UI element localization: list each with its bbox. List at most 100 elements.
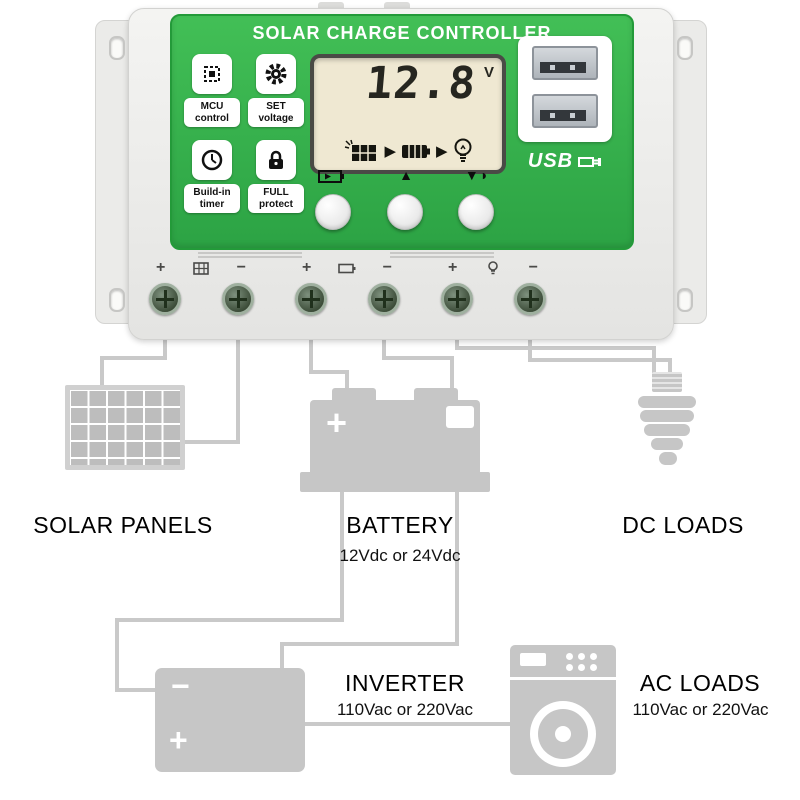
usb-logo-text: USB <box>527 150 574 172</box>
battery-terminal-icon <box>338 263 356 273</box>
feature-label-protect: FULL protect <box>248 184 304 213</box>
inverter-plus-mark: + <box>169 722 188 758</box>
washer-drawer <box>520 653 546 666</box>
usb-port-block <box>518 36 612 142</box>
terminal-plus: + <box>448 259 458 276</box>
terminal-minus: − <box>528 259 538 276</box>
wire-inverter <box>115 688 159 692</box>
terminal-minus: − <box>382 259 392 276</box>
terminal-label-solar: + − <box>156 259 246 277</box>
solar-cells-grid <box>70 390 180 465</box>
lcd-voltage-unit: V <box>483 64 494 81</box>
bulb-base <box>652 372 682 392</box>
mounting-hole <box>109 288 125 312</box>
feature-line: control <box>195 112 229 124</box>
usb-port <box>532 94 598 128</box>
wire-dc-load <box>528 358 672 362</box>
cfl-bulb-illustration <box>638 372 698 472</box>
load-terminal-icon <box>488 261 498 275</box>
wire-inverter <box>280 642 284 672</box>
wire-solar <box>163 336 167 358</box>
battery-plus-mark: + <box>326 402 348 443</box>
wire-dc-load <box>668 358 672 374</box>
terminal-plus: + <box>302 259 312 276</box>
washer-knob <box>566 664 573 671</box>
washer-knob <box>578 653 585 660</box>
case-notch <box>384 2 410 12</box>
up-button <box>387 194 423 230</box>
usb-port-tongue <box>540 62 586 73</box>
usb-pin <box>570 65 575 70</box>
wire-inverter <box>455 480 459 645</box>
lcd-flow-icons: ▶ ▶ <box>314 138 502 164</box>
solar-terminal-icon <box>193 261 209 275</box>
screw-terminal <box>295 283 327 315</box>
wire-inverter <box>115 618 119 692</box>
terminal-minus: − <box>236 259 246 276</box>
inverter-label: INVERTER <box>345 670 465 696</box>
flow-arrow-icon: ▶ <box>384 142 396 160</box>
washer-knob <box>590 664 597 671</box>
bulb-coil <box>644 424 690 436</box>
feature-line: FULL <box>263 187 289 198</box>
solar-panel-illustration <box>65 385 185 470</box>
usb-pin <box>550 65 555 70</box>
flow-arrow-icon: ▶ <box>436 142 448 160</box>
washer-knob <box>590 653 597 660</box>
washer-knob <box>578 664 585 671</box>
lock-icon <box>256 140 296 180</box>
wire-solar <box>100 356 167 360</box>
bulb-coil <box>651 438 683 450</box>
display-toggle-icon: ▼◑ <box>464 167 488 183</box>
battery-icon <box>402 145 430 158</box>
wire-inverter <box>115 618 344 622</box>
feature-line: MCU <box>200 101 224 112</box>
wire-battery <box>309 370 349 374</box>
bulb-coil <box>640 410 694 422</box>
feature-line: Build-in <box>193 187 231 198</box>
mcu-chip-icon <box>192 54 232 94</box>
up-arrow-icon: ▲ <box>399 167 413 183</box>
washer-door-hub <box>555 726 571 742</box>
lcd-voltage-readout: 12.8 <box>363 58 479 109</box>
battery-label: BATTERY <box>346 512 454 538</box>
wire-solar <box>236 336 240 444</box>
vent-slots <box>198 252 302 260</box>
solar-panels-label: SOLAR PANELS <box>33 512 213 538</box>
controller-face-panel: SOLAR CHARGE CONTROLLER MCU control SET … <box>170 14 634 250</box>
screw-terminal <box>368 283 400 315</box>
feature-label-timer: Build-in timer <box>184 184 240 213</box>
usb-pin <box>550 113 555 118</box>
select-button <box>315 194 351 230</box>
wire-battery <box>309 336 313 374</box>
terminal-label-battery: + − <box>302 259 392 277</box>
bulb-tip <box>659 452 677 465</box>
battery-ledge <box>474 472 490 492</box>
washing-machine-illustration <box>510 645 616 775</box>
device-title: SOLAR CHARGE CONTROLLER <box>252 23 552 43</box>
wire-dc-load <box>455 346 656 350</box>
inverter-spec: 110Vac or 220Vac <box>336 700 474 719</box>
washer-knob <box>566 653 573 660</box>
battery-illustration: + <box>300 388 490 506</box>
lcd-display: 12.8 V ▶ ▶ <box>310 54 506 174</box>
usb-port <box>532 46 598 80</box>
down-button <box>458 194 494 230</box>
screw-terminal <box>222 283 254 315</box>
washer-panel-divider <box>510 677 616 680</box>
inverter-illustration: − + <box>155 668 305 772</box>
battery-terminal-bump <box>332 388 376 402</box>
inverter-minus-mark: − <box>171 668 190 704</box>
dc-loads-label: DC LOADS <box>622 512 744 538</box>
feature-label-set-voltage: SET voltage <box>248 98 304 127</box>
mounting-hole <box>677 288 693 312</box>
wire-battery <box>382 336 386 360</box>
gear-icon <box>256 54 296 94</box>
usb-plug-icon <box>578 156 602 167</box>
vent-slots <box>390 252 494 260</box>
terminal-label-load: + − <box>448 259 538 277</box>
battery-select-icon <box>318 169 346 186</box>
screw-terminal <box>441 283 473 315</box>
wire-battery <box>450 356 454 392</box>
